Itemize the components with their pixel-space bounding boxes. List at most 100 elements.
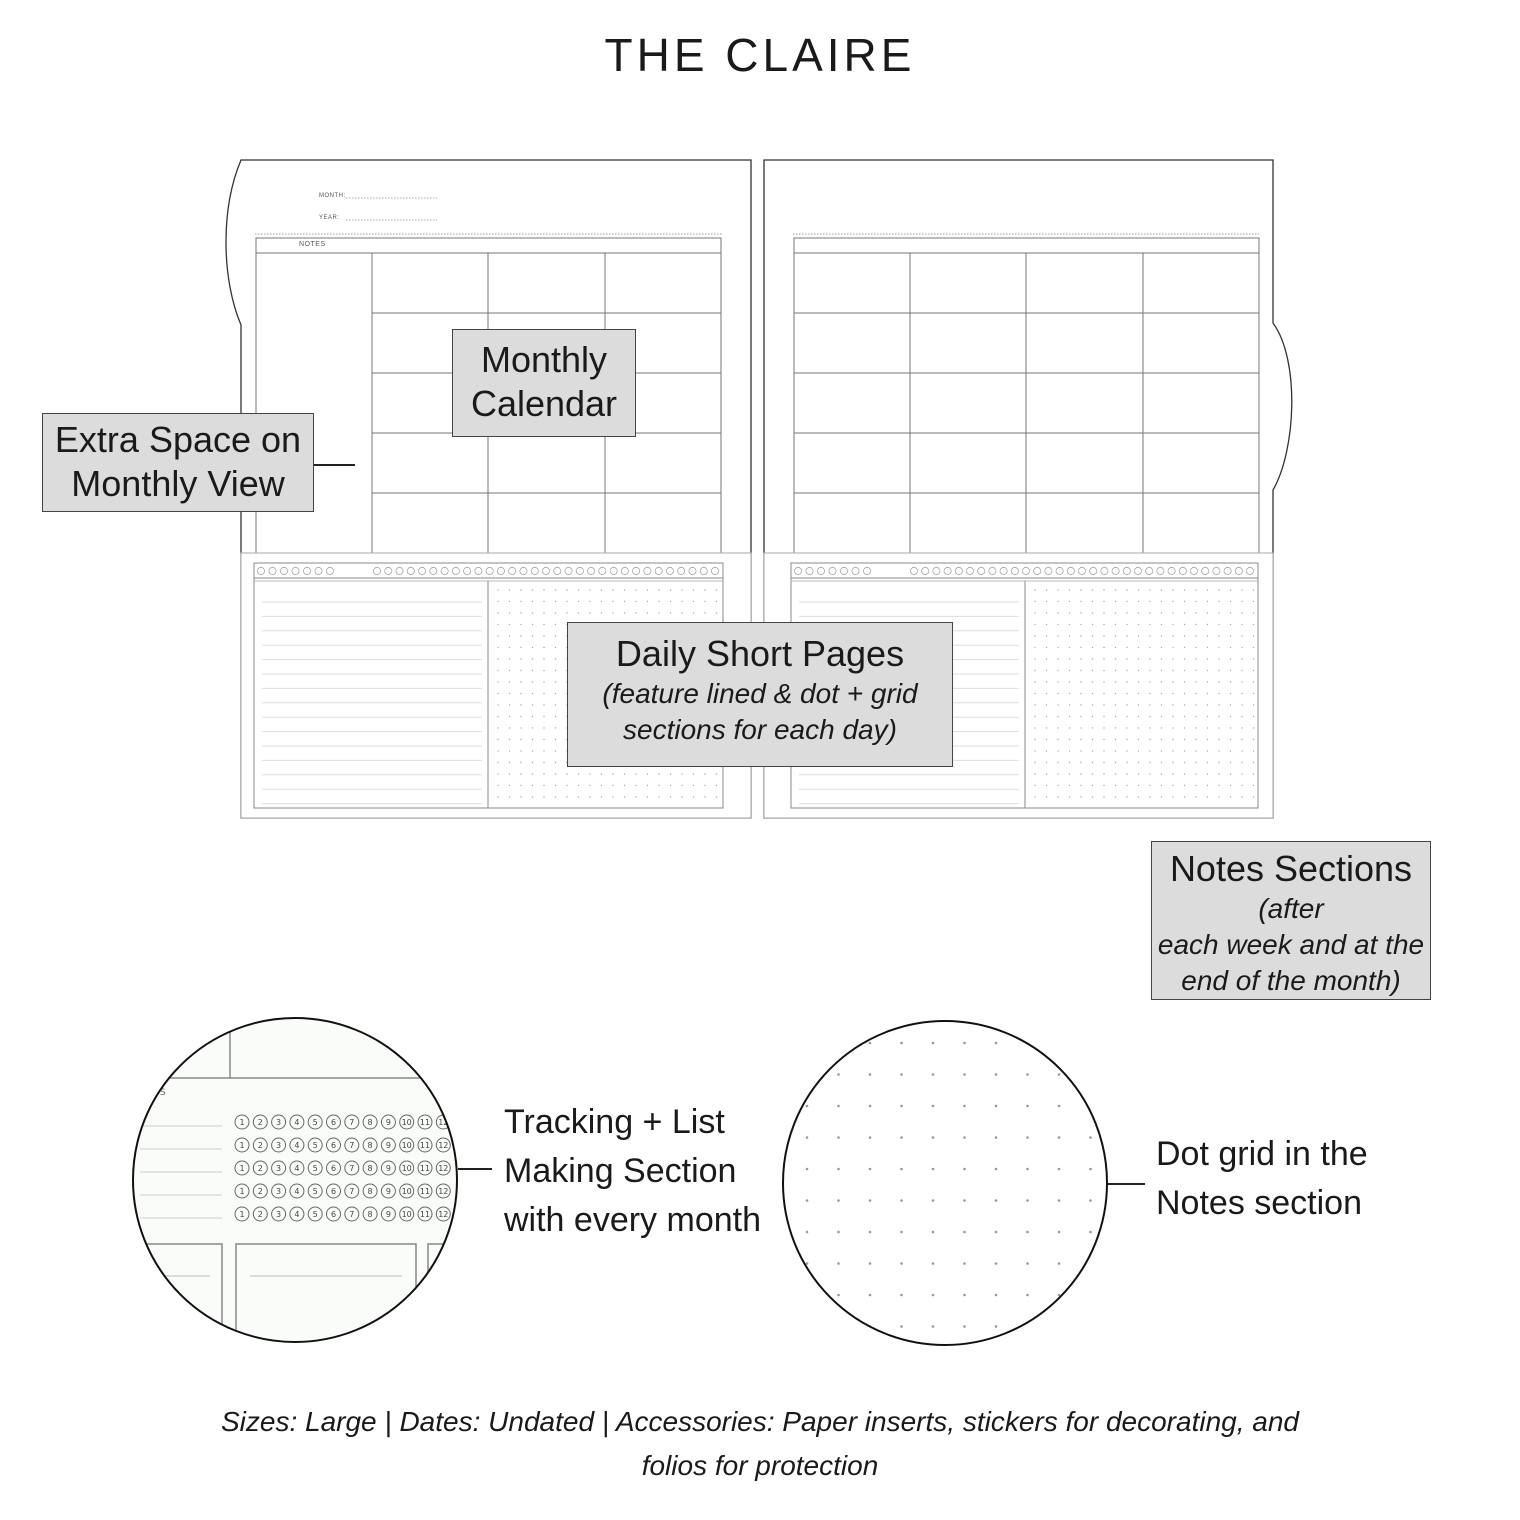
grid-dot	[543, 681, 545, 683]
tracking-circle	[307, 1160, 323, 1176]
zoom-grid-dot	[931, 1167, 935, 1171]
grid-dot	[1160, 612, 1163, 614]
date-marker	[1022, 567, 1030, 575]
grid-dot	[1206, 589, 1209, 591]
grid-dot	[1103, 681, 1105, 683]
date-marker	[1089, 567, 1098, 575]
grid-dot	[1057, 704, 1059, 706]
date-marker	[587, 567, 596, 575]
zoom-grid-dot	[994, 1230, 998, 1234]
zoom-grid-dot	[963, 1073, 966, 1076]
grid-dot	[715, 784, 718, 787]
grid-dot	[497, 589, 499, 591]
grid-dot	[1218, 761, 1220, 764]
tracking-number: 5	[313, 1210, 318, 1219]
grid-dot	[612, 796, 614, 798]
grid-dot	[1126, 612, 1128, 614]
grid-dot	[1045, 612, 1048, 614]
grid-dot	[1114, 796, 1117, 798]
grid-dot	[1172, 658, 1174, 660]
grid-dot	[1241, 589, 1243, 591]
grid-dot	[1045, 692, 1048, 695]
grid-dot	[1206, 784, 1209, 787]
tracking-circle	[271, 1206, 287, 1222]
right-monthly-calendar	[793, 237, 1260, 555]
grid-dot	[1160, 784, 1163, 787]
zoom-grid-dot	[931, 1104, 935, 1108]
tracking-circle	[362, 1114, 378, 1130]
tracking-number: 10	[402, 1210, 412, 1219]
notes-label: NOTES	[299, 241, 326, 248]
grid-dot	[1057, 692, 1059, 695]
grid-dot	[1160, 658, 1163, 660]
grid-dot	[612, 589, 614, 591]
grid-dot	[1252, 600, 1255, 603]
grid-dot	[1057, 715, 1059, 718]
grid-dot	[1218, 796, 1220, 798]
grid-dot	[1149, 600, 1151, 603]
grid-dot	[1126, 589, 1128, 591]
grid-dot	[1068, 623, 1071, 626]
extra-space-label-line2: Monthly View	[71, 463, 285, 504]
grid-dot	[1160, 715, 1163, 718]
grid-dot	[543, 692, 545, 695]
grid-dot	[554, 646, 557, 649]
grid-dot	[1068, 773, 1071, 775]
notes-sections-sub3: end of the month)	[1181, 965, 1401, 996]
date-marker	[429, 567, 438, 575]
zoom-grid-dot	[900, 1167, 903, 1171]
grid-dot	[692, 600, 695, 603]
zoom-grid-dot	[868, 1104, 872, 1108]
grid-dot	[1114, 681, 1117, 683]
grid-dot	[1172, 635, 1174, 637]
grid-dot	[1195, 646, 1197, 649]
date-marker	[519, 567, 528, 575]
grid-dot	[1091, 623, 1094, 626]
grid-dot	[543, 784, 545, 787]
grid-dot	[1091, 681, 1094, 683]
grid-dot	[1183, 635, 1186, 637]
zoom-grid-dot	[1057, 1230, 1061, 1234]
zoom-grid-dot	[900, 1262, 903, 1265]
grid-dot	[531, 658, 534, 660]
date-marker	[699, 567, 708, 575]
grid-dot	[635, 773, 637, 775]
grid-dot	[554, 727, 557, 729]
zoom-grid-dot	[868, 1167, 872, 1171]
weekday-marker	[268, 567, 277, 575]
grid-dot	[1034, 773, 1036, 775]
grid-dot	[1080, 796, 1082, 798]
grid-dot	[1114, 750, 1117, 752]
tracking-circle	[252, 1137, 268, 1153]
tracking-caption-line1: Tracking + List	[504, 1103, 725, 1141]
tracking-number: 4	[294, 1141, 299, 1150]
grid-dot	[646, 600, 649, 603]
weekday-marker	[817, 567, 825, 575]
tracking-number: 12	[438, 1210, 448, 1219]
tracking-circle	[362, 1160, 378, 1176]
tracking-circle	[289, 1137, 305, 1153]
zoom-grid-dot	[805, 1293, 809, 1297]
grid-dot	[1137, 635, 1140, 637]
grid-dot	[520, 623, 522, 626]
grid-dot	[508, 796, 511, 798]
grid-dot	[497, 692, 499, 695]
tracking-number: 4	[294, 1118, 299, 1127]
date-marker	[932, 567, 941, 575]
grid-dot	[531, 784, 534, 787]
zoom-grid-dot	[994, 1199, 998, 1202]
grid-dot	[1103, 796, 1105, 798]
tracking-circle	[289, 1183, 305, 1199]
grid-dot	[692, 612, 695, 614]
grid-dot	[1103, 773, 1105, 775]
grid-dot	[1195, 681, 1197, 683]
grid-dot	[1137, 704, 1140, 706]
zoom-grid-dot	[900, 1073, 903, 1076]
grid-dot	[1183, 796, 1186, 798]
zoom-grid-dot	[994, 1104, 998, 1108]
grid-dot	[1252, 727, 1255, 729]
grid-dot	[1195, 738, 1197, 741]
grid-dot	[497, 646, 499, 649]
grid-dot	[1252, 692, 1255, 695]
